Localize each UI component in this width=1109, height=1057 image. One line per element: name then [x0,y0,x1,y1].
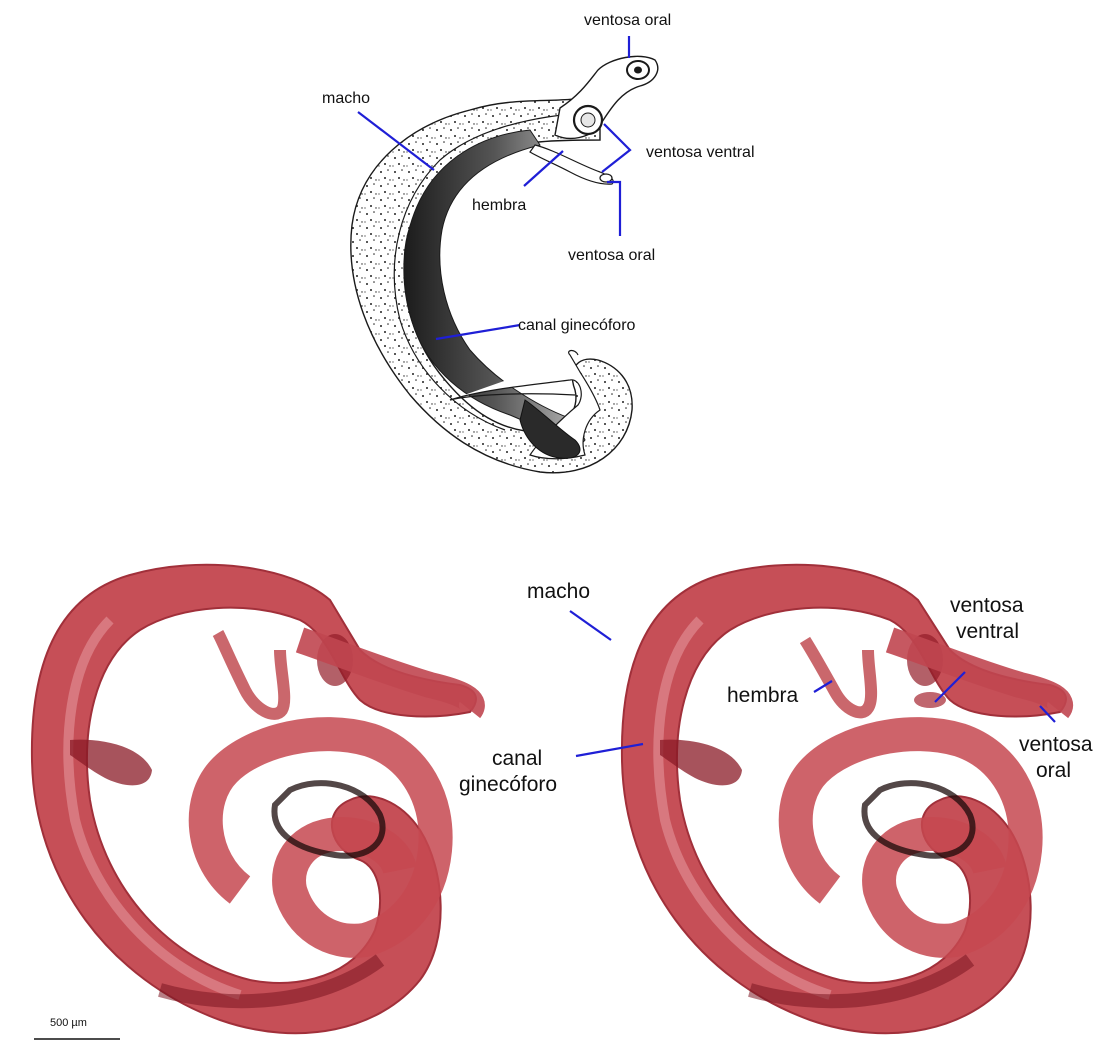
leader-ventral-sucker [602,124,630,172]
label-hembra-photo: hembra [727,684,799,707]
label-macho-drawing: macho [322,90,370,107]
label-canal-drawing: canal ginecóforo [518,317,636,334]
label-macho-photo: macho [527,580,590,603]
label-ventosa-oral-photo-line1: ventosa [1019,733,1093,756]
label-ventosa-ventral-photo-line2: ventral [956,620,1019,643]
label-canal-photo-line1: canal [492,747,542,770]
label-ventosa-ventral-drawing: ventosa ventral [646,144,755,161]
schematic-drawing [351,56,658,472]
micrograph-left [32,565,476,1033]
label-ventosa-ventral-photo-line1: ventosa [950,594,1024,617]
label-ventosa-oral-bottom: ventosa oral [568,247,655,264]
scale-bar: 500 µm [34,1017,120,1039]
leader-oral-sucker-bottom [607,182,620,236]
scale-bar-label: 500 µm [50,1017,87,1029]
label-hembra-drawing: hembra [472,197,526,214]
leader-macho-photo [570,611,611,640]
label-canal-photo-line2: ginecóforo [459,773,557,796]
label-ventosa-oral-photo-line2: oral [1036,759,1071,782]
label-ventosa-oral-top: ventosa oral [584,12,671,29]
